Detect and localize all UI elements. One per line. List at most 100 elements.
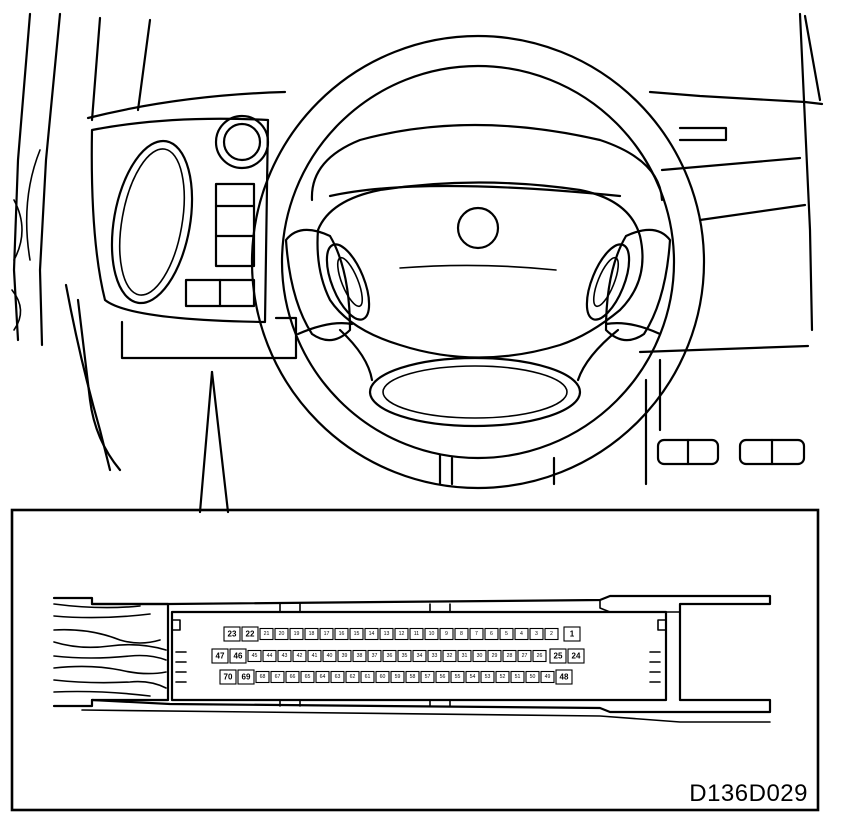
pin-17: 17 [319, 627, 334, 641]
pin-33: 33 [427, 649, 442, 663]
pin-39: 39 [337, 649, 352, 663]
pin-45: 45 [247, 649, 262, 663]
pin-label: 59 [395, 674, 401, 680]
pin-label: 15 [354, 631, 360, 637]
pin-label: 62 [350, 674, 356, 680]
pin-58: 58 [405, 670, 420, 684]
pin-14: 14 [364, 627, 379, 641]
pin-label: 61 [365, 674, 371, 680]
pin-label: 27 [522, 653, 528, 659]
pin-68: 68 [255, 670, 270, 684]
pin-15: 15 [349, 627, 364, 641]
pin-53: 53 [480, 670, 495, 684]
pin-50: 50 [525, 670, 540, 684]
pin-62: 62 [345, 670, 360, 684]
pin-46: 46 [229, 648, 247, 664]
pin-36: 36 [382, 649, 397, 663]
pin-47: 47 [211, 648, 229, 664]
pin-8: 8 [454, 627, 469, 641]
pin-label: 34 [417, 653, 423, 659]
pin-label: 38 [357, 653, 363, 659]
pin-61: 61 [360, 670, 375, 684]
pin-56: 56 [435, 670, 450, 684]
pin-67: 67 [270, 670, 285, 684]
pin-label: 49 [545, 674, 551, 680]
pin-5: 5 [499, 627, 514, 641]
pin-6: 6 [484, 627, 499, 641]
pin-52: 52 [495, 670, 510, 684]
pin-label: 47 [216, 652, 225, 661]
pin-label: 48 [560, 673, 569, 682]
pin-60: 60 [375, 670, 390, 684]
pin-label: 68 [260, 674, 266, 680]
pin-label: 52 [500, 674, 506, 680]
pin-label: 45 [252, 653, 258, 659]
pin-label: 31 [462, 653, 468, 659]
pin-label: 44 [267, 653, 273, 659]
pin-51: 51 [510, 670, 525, 684]
pin-26: 26 [532, 649, 547, 663]
pin-label: 69 [242, 673, 251, 682]
pin-54: 54 [465, 670, 480, 684]
pin-23: 23 [223, 626, 241, 642]
pin-label: 50 [530, 674, 536, 680]
pin-label: 42 [297, 653, 303, 659]
pin-41: 41 [307, 649, 322, 663]
pin-65: 65 [300, 670, 315, 684]
pin-64: 64 [315, 670, 330, 684]
pin-label: 43 [282, 653, 288, 659]
pin-label: 18 [309, 631, 315, 637]
pin-label: 63 [335, 674, 341, 680]
pin-13: 13 [379, 627, 394, 641]
pin-label: 3 [535, 631, 538, 637]
pin-34: 34 [412, 649, 427, 663]
pin-label: 25 [554, 652, 563, 661]
pin-20: 20 [274, 627, 289, 641]
pin-label: 57 [425, 674, 431, 680]
pin-label: 35 [402, 653, 408, 659]
pin-label: 2 [550, 631, 553, 637]
dashboard-outline [64, 12, 824, 472]
pin-label: 6 [490, 631, 493, 637]
ecu-connector [52, 594, 772, 723]
steering-wheel [250, 34, 706, 490]
detail-frame [10, 508, 820, 812]
instrument-cluster [90, 114, 270, 324]
pin-label: 46 [234, 652, 243, 661]
pin-48: 48 [555, 669, 573, 685]
pin-30: 30 [472, 649, 487, 663]
pin-7: 7 [469, 627, 484, 641]
figure-code: D136D029 [689, 780, 808, 807]
pin-37: 37 [367, 649, 382, 663]
pin-label: 33 [432, 653, 438, 659]
pin-63: 63 [330, 670, 345, 684]
pin-label: 10 [429, 631, 435, 637]
pin-69: 69 [237, 669, 255, 685]
pin-label: 37 [372, 653, 378, 659]
pin-label: 67 [275, 674, 281, 680]
pin-55: 55 [450, 670, 465, 684]
pin-label: 30 [477, 653, 483, 659]
pin-label: 36 [387, 653, 393, 659]
pin-24: 24 [567, 648, 585, 664]
pin-label: 20 [279, 631, 285, 637]
pin-59: 59 [390, 670, 405, 684]
pin-label: 40 [327, 653, 333, 659]
pin-label: 17 [324, 631, 330, 637]
pin-66: 66 [285, 670, 300, 684]
pin-label: 64 [320, 674, 326, 680]
pin-label: 28 [507, 653, 513, 659]
pin-16: 16 [334, 627, 349, 641]
pin-29: 29 [487, 649, 502, 663]
pin-2: 2 [544, 627, 559, 641]
pin-49: 49 [540, 670, 555, 684]
pin-42: 42 [292, 649, 307, 663]
pin-label: 29 [492, 653, 498, 659]
pin-label: 58 [410, 674, 416, 680]
pin-label: 65 [305, 674, 311, 680]
pin-1: 1 [563, 626, 581, 642]
pin-label: 66 [290, 674, 296, 680]
pin-12: 12 [394, 627, 409, 641]
